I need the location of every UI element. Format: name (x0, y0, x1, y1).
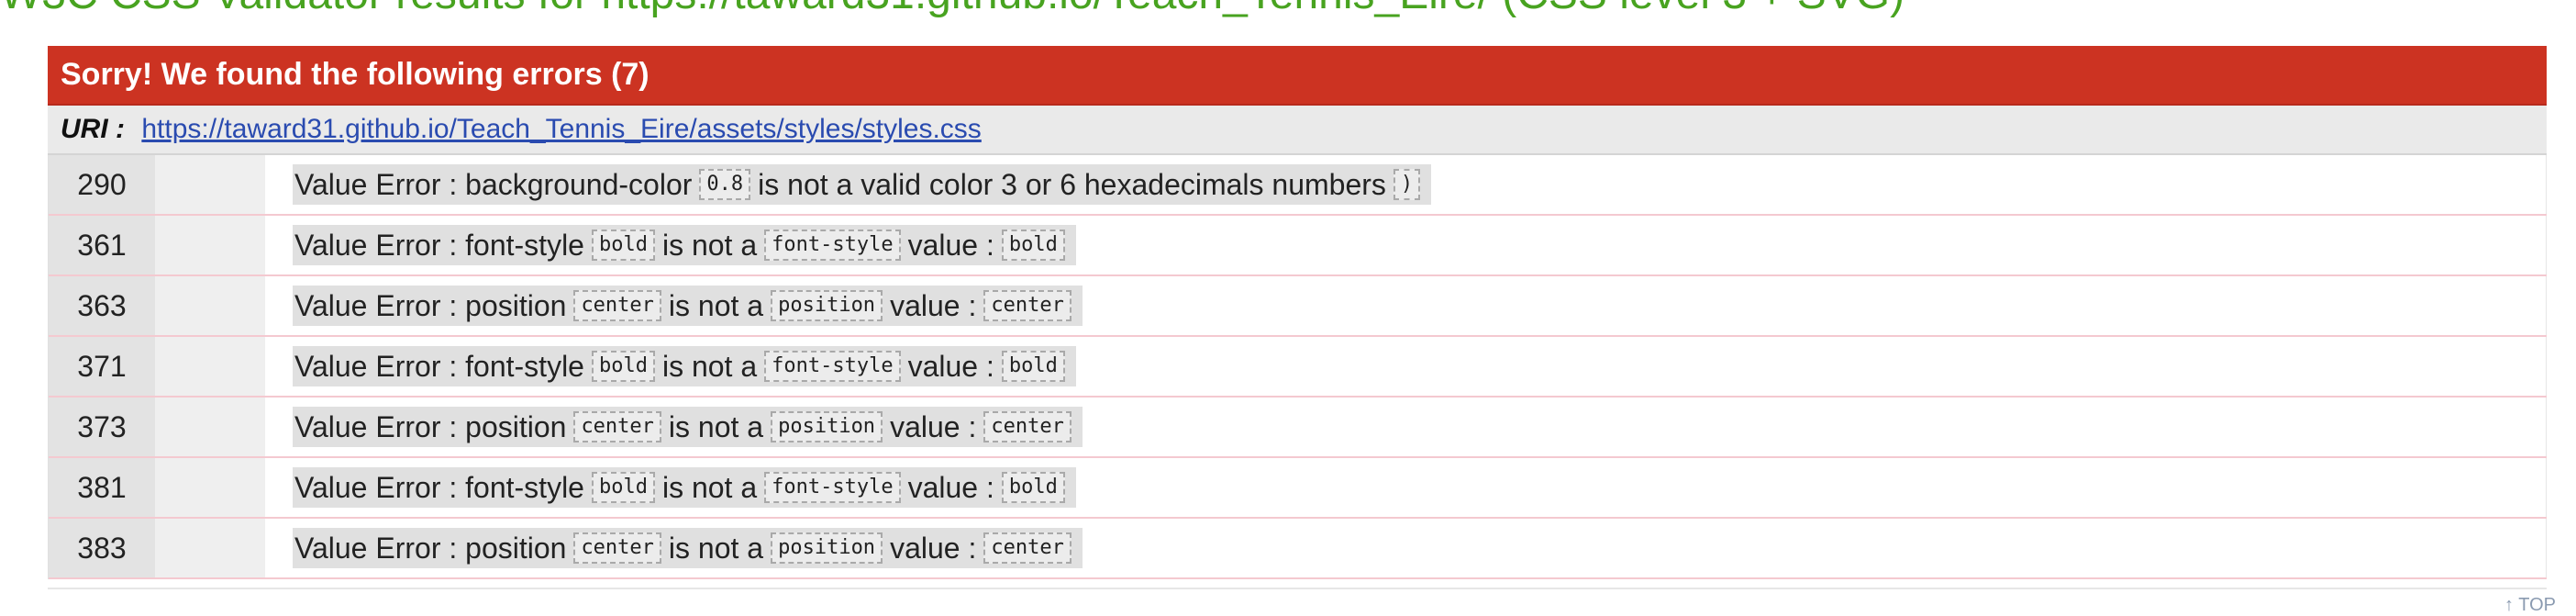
error-property-code: position (771, 411, 883, 442)
error-property-code: font-style (764, 472, 901, 503)
error-expected-code: bold (1001, 351, 1065, 382)
context-cell (155, 216, 265, 274)
line-number: 361 (49, 216, 155, 274)
error-middle-text: is not a (661, 350, 758, 383)
line-number: 373 (49, 398, 155, 456)
error-middle-text: is not a (661, 471, 758, 504)
uri-label: URI : (61, 114, 125, 144)
line-number: 371 (49, 337, 155, 396)
error-property-code: font-style (764, 351, 901, 382)
error-prefix: Value Error : font-style (294, 350, 584, 383)
error-value-code: center (573, 290, 661, 321)
error-middle-text: is not a (661, 229, 758, 262)
error-middle-text: is not a valid color 3 or 6 hexadecimals… (758, 168, 1386, 201)
error-property-code: position (771, 290, 883, 321)
error-prefix: Value Error : background-color (294, 168, 693, 201)
context-cell (155, 155, 265, 214)
errors-panel: Sorry! We found the following errors (7)… (48, 46, 2547, 579)
uri-link[interactable]: https://taward31.github.io/Teach_Tennis_… (141, 114, 982, 144)
context-cell (155, 398, 265, 456)
uri-row: URI : https://taward31.github.io/Teach_T… (48, 106, 2547, 155)
error-middle-text: is not a (668, 289, 764, 322)
context-cell (155, 458, 265, 517)
errors-header: Sorry! We found the following errors (7) (48, 46, 2547, 106)
page-title: W3C CSS Validator results for https://ta… (0, 0, 1904, 22)
error-prefix: Value Error : font-style (294, 229, 584, 262)
error-expected-code: center (983, 290, 1071, 321)
error-value-code: 0.8 (699, 169, 751, 200)
line-number: 363 (49, 276, 155, 335)
error-value-code: center (573, 532, 661, 564)
error-prefix: Value Error : position (294, 410, 567, 443)
error-suffix-text: value : (890, 289, 977, 322)
error-prefix: Value Error : position (294, 289, 567, 322)
back-to-top-link[interactable]: ↑ TOP (2504, 595, 2556, 615)
context-cell (155, 337, 265, 396)
line-number: 381 (49, 458, 155, 517)
error-suffix-text: value : (907, 350, 994, 383)
error-value-code: bold (591, 230, 655, 261)
error-suffix-text: value : (907, 471, 994, 504)
error-suffix-text: value : (890, 410, 977, 443)
line-number: 290 (49, 155, 155, 214)
error-prefix: Value Error : font-style (294, 471, 584, 504)
error-property-code: font-style (764, 230, 901, 261)
context-cell (155, 276, 265, 335)
error-expected-code: center (983, 411, 1071, 442)
error-property-code: ) (1393, 169, 1421, 200)
error-value-code: bold (591, 472, 655, 503)
error-value-code: bold (591, 351, 655, 382)
error-value-code: center (573, 411, 661, 442)
error-expected-code: bold (1001, 230, 1065, 261)
context-cell (155, 519, 265, 577)
error-expected-code: center (983, 532, 1071, 564)
error-middle-text: is not a (668, 410, 764, 443)
error-prefix: Value Error : position (294, 532, 567, 565)
line-number: 383 (49, 519, 155, 577)
footer-divider (48, 588, 2547, 589)
error-suffix-text: value : (907, 229, 994, 262)
error-expected-code: bold (1001, 472, 1065, 503)
error-middle-text: is not a (668, 532, 764, 565)
error-suffix-text: value : (890, 532, 977, 565)
error-property-code: position (771, 532, 883, 564)
